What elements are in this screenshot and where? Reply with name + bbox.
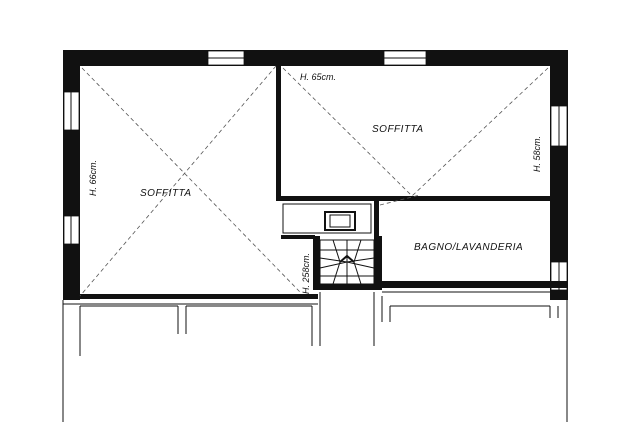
height-label-right: H. 58cm. — [532, 136, 542, 172]
closet — [282, 203, 372, 234]
stair-right-wall — [374, 236, 382, 286]
closet-bottom-wall — [281, 235, 315, 239]
stair-arrow-icon — [339, 254, 355, 263]
room-label-top-soffitta: SOFFITTA — [372, 124, 424, 135]
top-wall — [63, 50, 568, 66]
left-wall — [63, 50, 80, 300]
interior-walls — [63, 66, 568, 299]
stair-left-wall — [313, 236, 320, 286]
bagno-bottom-wall — [382, 281, 568, 288]
partition-vertical — [276, 66, 281, 200]
lower-floor-outline — [62, 291, 568, 422]
stair — [319, 239, 375, 285]
roof-slope-lines — [79, 65, 549, 297]
room-label-left-soffitta: SOFFITTA — [140, 188, 192, 199]
height-label-left: H. 66cm. — [88, 160, 98, 196]
height-label-stair: H. 258cm. — [301, 253, 311, 294]
left-bottom-wall — [63, 294, 318, 299]
sink-fixture — [324, 211, 356, 231]
partition-horizontal — [276, 196, 550, 201]
height-label-top: H. 65cm. — [300, 72, 336, 82]
room-label-bagno: BAGNO/LAVANDERIA — [414, 242, 523, 253]
stair-bottom-wall — [313, 284, 382, 290]
partition-closet — [374, 200, 379, 240]
